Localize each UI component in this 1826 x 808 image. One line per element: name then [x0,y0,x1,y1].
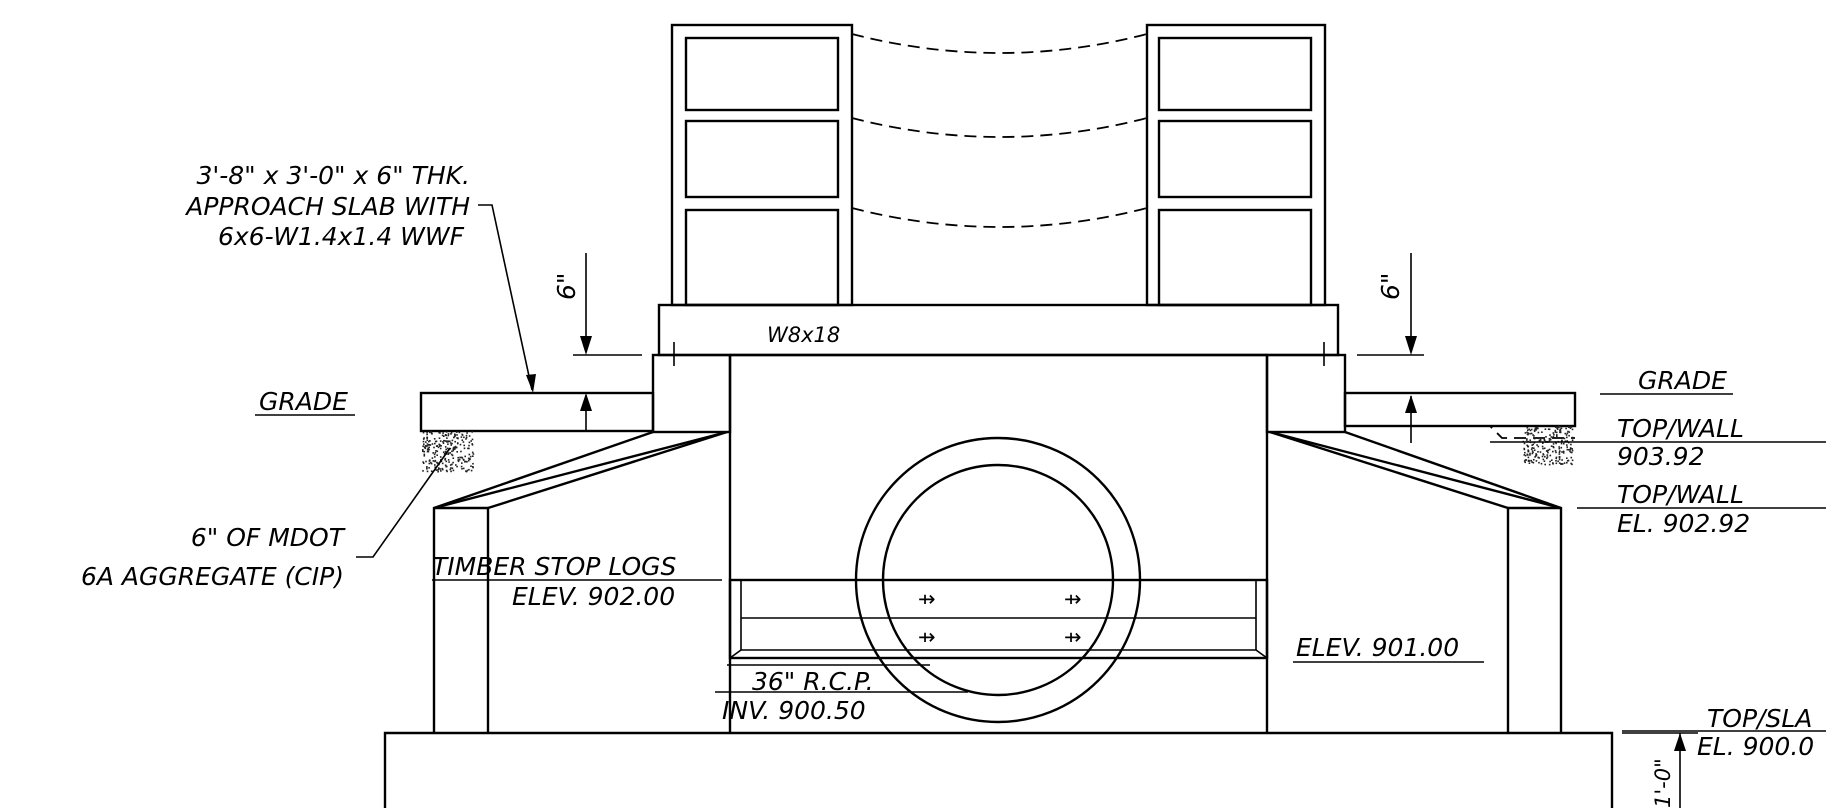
leader-lines [255,204,1826,732]
slab-note-line-1: 3'-8" x 3'-0" x 6" THK. [196,161,470,190]
slab-note-line-2: APPROACH SLAB WITH [184,192,470,221]
six-inch-label-left: 6" [552,273,581,300]
slab-note-line-3: 6x6-W1.4x1.4 WWF [218,222,465,251]
top-wall-2-line-2: EL. 902.92 [1617,509,1750,538]
stop-logs-label-1: TIMBER STOP LOGS [432,552,677,581]
aggregate-note-line-2: 6A AGGREGATE (CIP) [81,562,344,591]
svg-text:⇸: ⇸ [918,625,936,649]
top-wall-1-line-1: TOP/WALL [1617,414,1744,443]
svg-text:⇸: ⇸ [1064,587,1082,611]
aggregate-hatch-left [422,431,475,473]
six-inch-dim-left [573,253,650,432]
timber-stop-logs: ⇸ ⇸ ⇸ ⇸ [728,578,1269,660]
top-wall-1-line-2: 903.92 [1617,442,1704,471]
pipe-label-2: INV. 900.50 [722,696,866,725]
approach-slab-left [419,391,655,433]
svg-text:⇸: ⇸ [1064,625,1082,649]
top-slab-line-2: EL. 900.0 [1697,732,1814,761]
one-foot-dim [1622,732,1698,808]
beam [657,303,1340,366]
top-slab-line-1: TOP/SLA [1707,704,1812,733]
curved-dashed-lines [851,33,1148,228]
svg-text:⇸: ⇸ [918,587,936,611]
six-inch-label-right: 6" [1376,273,1405,300]
one-foot-label: 1'-0" [1651,758,1675,808]
six-inch-dim-right [1357,253,1424,443]
approach-slab-right [1343,391,1577,439]
pipe-label-1: 36" R.C.P. [752,667,874,696]
top-wall-2-line-1: TOP/WALL [1617,480,1744,509]
elev-901-label: ELEV. 901.00 [1296,633,1459,662]
grade-label-left: GRADE [259,387,348,416]
stop-logs-label-2: ELEV. 902.00 [512,582,675,611]
beam-label: W8x18 [767,323,840,347]
structure-body [383,353,1614,808]
left-panel-frame [670,23,854,307]
grade-label-right: GRADE [1638,366,1727,395]
aggregate-hatch-right [1522,426,1574,466]
right-panel-frame [1145,23,1327,307]
aggregate-note-line-1: 6" OF MDOT [191,523,346,552]
